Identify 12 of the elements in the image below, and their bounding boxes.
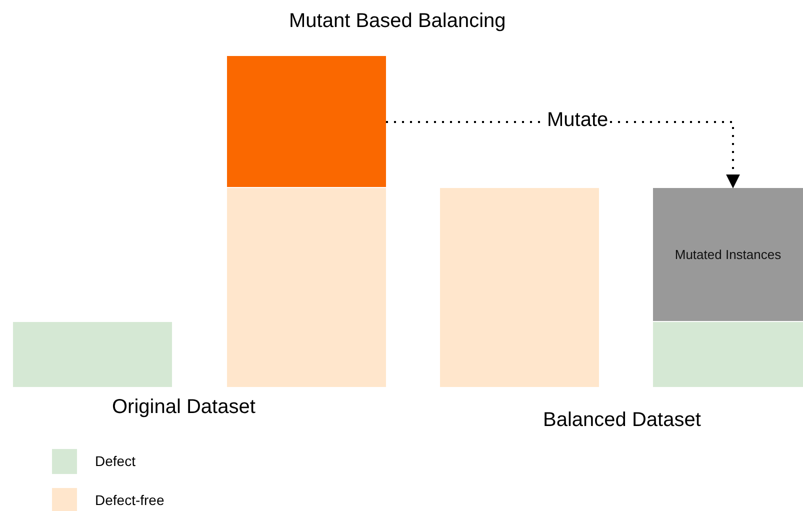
legend-label: Defect <box>95 453 136 469</box>
dataset-label: Original Dataset <box>112 396 256 419</box>
diagram-title: Mutant Based Balancing <box>289 10 506 33</box>
defect-bar <box>13 322 172 387</box>
dataset-label: Balanced Dataset <box>543 409 701 432</box>
defect-bar <box>653 322 803 387</box>
defect-free-bar <box>440 188 599 387</box>
legend-label: Defect-free <box>95 492 164 508</box>
mutated-instances-bar: Mutated Instances <box>653 188 803 321</box>
defect-free-bar <box>227 188 386 387</box>
minority-bar <box>227 56 386 187</box>
dotted-arrow <box>386 121 740 188</box>
